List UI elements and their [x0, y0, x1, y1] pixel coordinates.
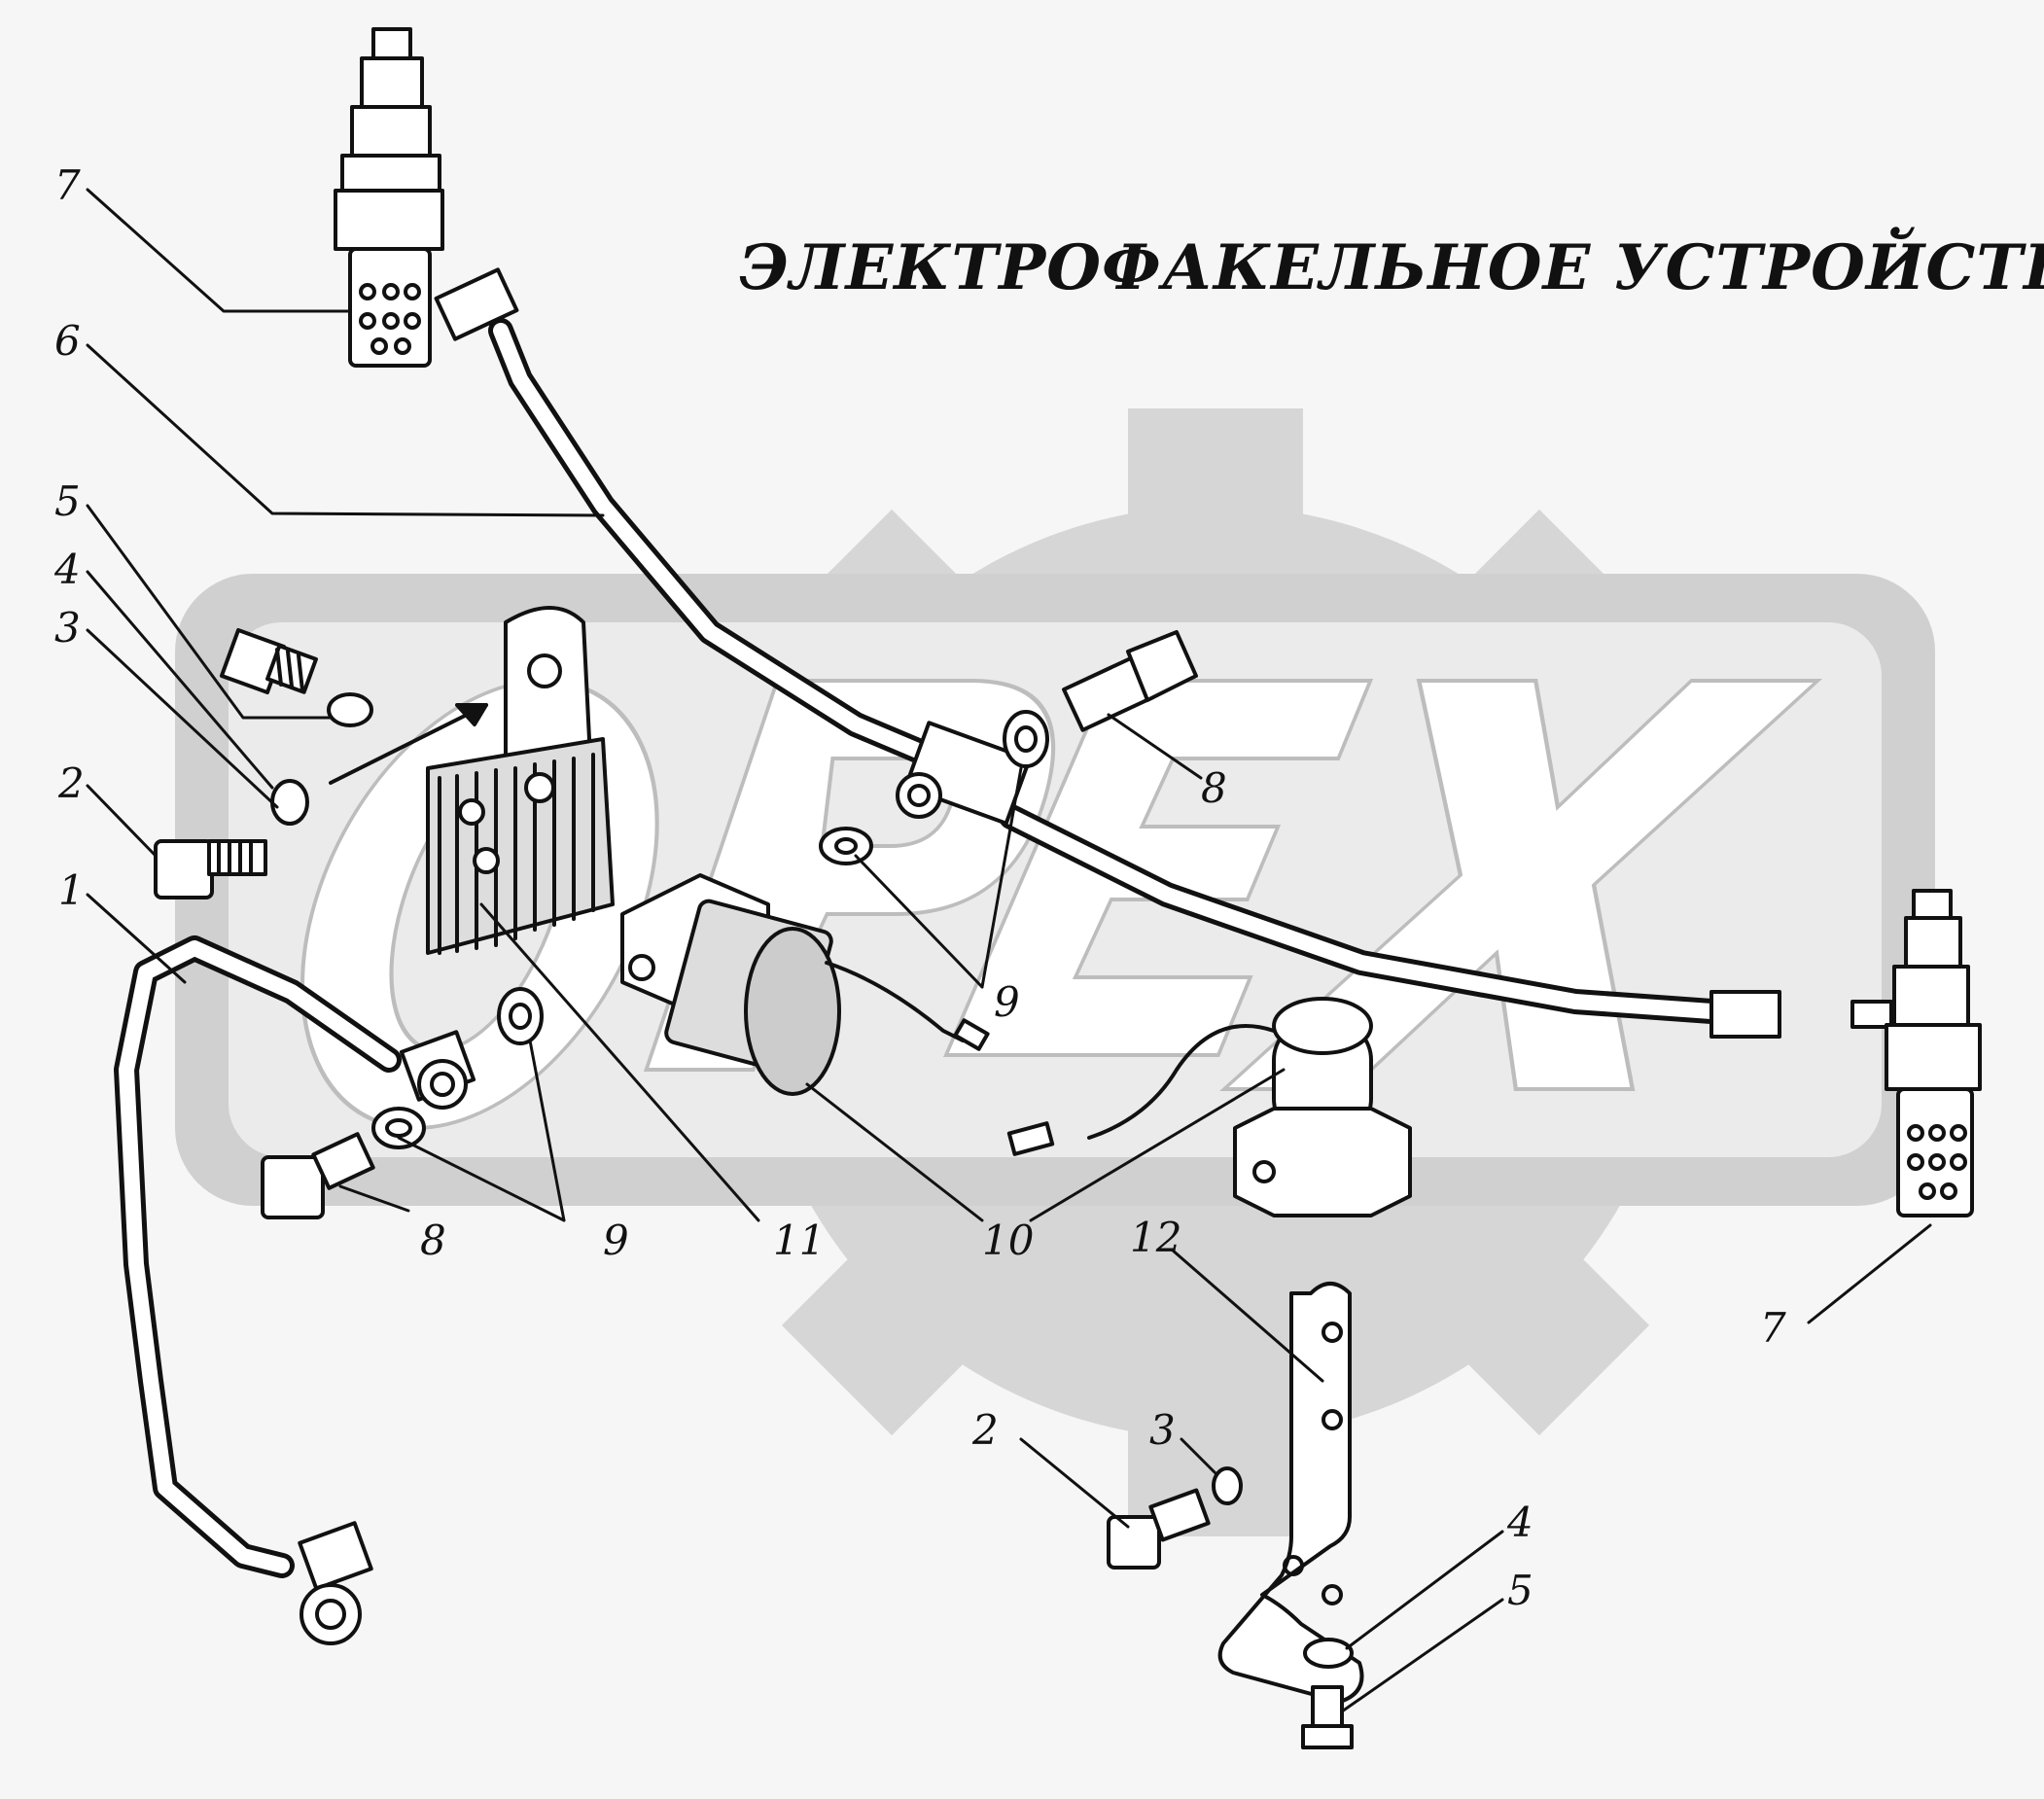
callout-7-right: 7 [1760, 1304, 1786, 1352]
sealing-washer-9b [819, 827, 873, 865]
callout-5-lower: 5 [1507, 1567, 1533, 1614]
callout-10: 10 [982, 1217, 1035, 1264]
callout-8-upper: 8 [1201, 764, 1227, 812]
spring-washer-lower [1212, 1466, 1243, 1505]
glow-plug-top-left [334, 27, 444, 368]
callout-8-lower: 8 [420, 1217, 446, 1264]
callout-12: 12 [1130, 1214, 1182, 1261]
callout-7-top: 7 [54, 161, 81, 209]
callout-2-upper: 2 [58, 759, 85, 807]
fuel-pipe-lower [114, 935, 476, 1645]
solenoid-valve-right [1006, 997, 1412, 1217]
washer-lower [1303, 1638, 1354, 1669]
callout-9-lower: 9 [603, 1217, 629, 1264]
washer-upper [270, 779, 309, 826]
page-title: ЭЛЕКТРОФАКЕЛЬНОЕ УСТРОЙСТВ [739, 231, 2044, 304]
bolt-left [154, 839, 267, 900]
callout-6: 6 [54, 317, 81, 365]
assembly-arrow [329, 703, 488, 785]
bracket [426, 606, 615, 955]
glow-plug-right [1850, 889, 1982, 1217]
screw-lower [1301, 1685, 1354, 1749]
bracket-lower [1217, 1282, 1364, 1704]
callout-1: 1 [58, 866, 85, 914]
solenoid-valve-center [620, 873, 990, 1096]
watermark [175, 408, 1935, 1536]
fuel-pipe-upper [434, 267, 1781, 1039]
banjo-bolt-upper-right [1062, 630, 1198, 732]
bolt-lower [1107, 1488, 1211, 1570]
callout-5-upper: 5 [54, 477, 81, 525]
banjo-bolt-lower-left [261, 1132, 375, 1219]
callout-4-lower: 4 [1507, 1499, 1533, 1546]
sealing-washer-9c [497, 987, 544, 1045]
bolt-upper-left [219, 627, 318, 695]
callout-3-lower: 3 [1149, 1406, 1176, 1454]
callout-4-upper: 4 [54, 546, 81, 593]
callout-11: 11 [773, 1217, 826, 1264]
sealing-washer-9d [371, 1107, 426, 1149]
leader-lines [86, 188, 1932, 1713]
sealing-washer-9a [1003, 710, 1049, 768]
callout-2-lower: 2 [972, 1406, 999, 1454]
callout-3-upper: 3 [54, 604, 81, 652]
spring-washer-upper [327, 692, 373, 727]
callout-9-upper: 9 [994, 978, 1020, 1026]
